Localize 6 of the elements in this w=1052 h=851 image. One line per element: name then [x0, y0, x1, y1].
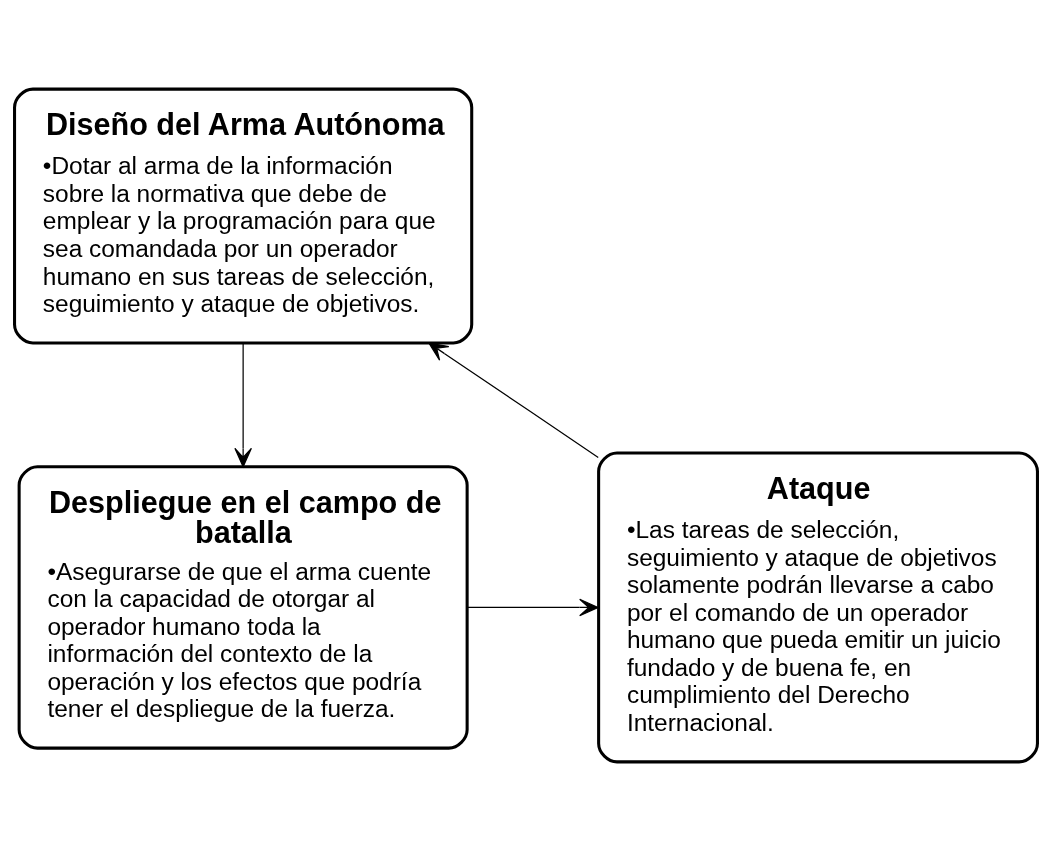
arrow	[428, 342, 599, 459]
node-box: Diseño del Arma Autónoma •Dotar al arma de la información sobre la normativa que debe de emplear y la programación para que sea comandada por un operador humano en sus tareas de selección, seguimiento y ataque de objetivos.	[13, 87, 474, 345]
arrow	[234, 342, 252, 468]
node-box: Ataque •Las tareas de selección, seguimiento y ataque de objetivos solamente podrán llevarse a cabo por el comando de un operador humano que pueda emitir un juicio fundado y de buena fe, en cumplimiento del Derecho Internacional.	[597, 451, 1039, 764]
arrow	[466, 598, 599, 617]
node-box: Despliegue en el campo de batalla •Asegurarse de que el arma cuente con la capacidad de otorgar al operador humano toda la información del contexto de la operación y los efectos que podría tener el despliegue de la fuerza.	[17, 465, 469, 750]
